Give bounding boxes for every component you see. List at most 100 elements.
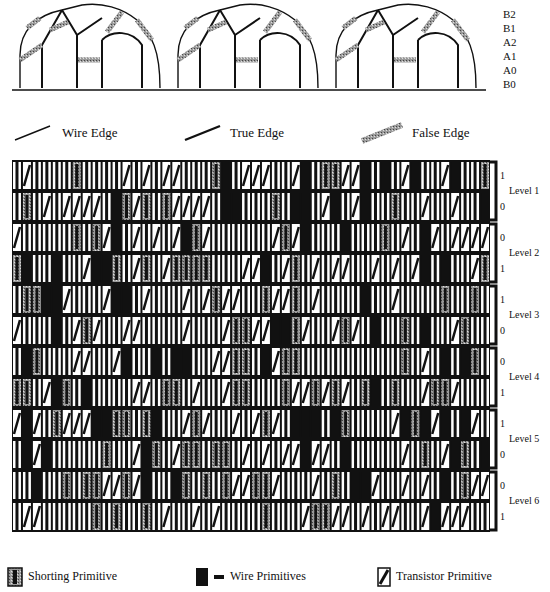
transistor-primitive (213, 506, 219, 527)
wire-primitive (394, 441, 397, 468)
transistor-primitive (392, 289, 398, 310)
wire-primitive (434, 193, 437, 220)
wire-primitive (272, 441, 280, 468)
wire-primitive (434, 441, 437, 468)
wire-primitive (113, 224, 121, 251)
wire-primitive (23, 255, 31, 282)
wire-primitive (212, 193, 220, 220)
transistor-primitive (392, 258, 398, 279)
wire-primitive (195, 317, 198, 344)
transistor-primitive (303, 320, 309, 341)
transistor-primitive (182, 317, 190, 344)
wire-primitive (155, 472, 158, 499)
wire-primitive (83, 503, 91, 530)
wire-primitive (431, 348, 439, 375)
transistor-primitive (124, 165, 130, 186)
transistor-primitive (134, 382, 140, 403)
transistor-primitive (471, 255, 479, 282)
wire-primitive (434, 162, 437, 189)
shorting-primitive (404, 350, 407, 373)
wire-primitive (254, 286, 257, 313)
wire-primitive (342, 193, 350, 220)
transistor-primitive (283, 289, 289, 310)
wire-primitive (401, 410, 409, 437)
transistor-primitive (412, 258, 418, 279)
transistor-primitive (202, 286, 210, 313)
shorting-primitive (264, 505, 267, 528)
transistor-primitive (222, 317, 230, 344)
shorting-primitive (332, 379, 340, 406)
transistor-primitive (332, 255, 340, 282)
wire-primitive (421, 162, 429, 189)
transistor-primitive (24, 165, 30, 186)
transistor-primitive (273, 475, 279, 496)
wire-primitive (451, 162, 459, 189)
wire-primitive (43, 162, 51, 189)
wire-primitive (381, 193, 389, 220)
wire-primitive (381, 348, 389, 375)
wire-primitive (302, 224, 310, 251)
shorting-primitive (434, 381, 437, 404)
wire-primitive (332, 224, 340, 251)
shorting-primitive (411, 410, 419, 437)
wire-primitive (354, 255, 357, 282)
transistor-primitive (223, 351, 229, 372)
wire-primitive (93, 379, 101, 406)
wire-primitive (391, 162, 399, 189)
wire-primitive (73, 255, 81, 282)
shorting-primitive (215, 288, 218, 311)
wire-primitive (332, 193, 340, 220)
shorting-primitive (25, 195, 28, 218)
shorting-primitive (83, 472, 91, 499)
transistor-primitive (273, 227, 279, 248)
wire-primitive (142, 224, 150, 251)
wire-primitive (451, 472, 459, 499)
shorting-primitive (185, 443, 188, 466)
wire-primitive (471, 193, 479, 220)
transistor-primitive (193, 506, 199, 527)
transistor-primitive (462, 506, 468, 527)
transistor-primitive (303, 506, 309, 527)
transistor-primitive (382, 506, 388, 527)
wire-primitive (43, 441, 51, 468)
transistor-primitive (192, 503, 200, 530)
transistor-primitive (282, 286, 290, 313)
transistor-primitive (431, 224, 439, 251)
wire-primitive (33, 472, 41, 499)
wire-primitive (344, 348, 347, 375)
shorting-primitive (115, 257, 118, 280)
shorting-primitive (334, 381, 337, 404)
transistor-primitive (14, 227, 20, 248)
transistor-primitive (232, 410, 240, 437)
wire-primitive (35, 193, 38, 220)
wire-primitive (441, 348, 449, 375)
wire-primitive (282, 162, 290, 189)
wire-primitive (152, 410, 160, 437)
wire-primitive (364, 348, 367, 375)
wire-primitive (172, 503, 180, 530)
wire-primitive (334, 348, 337, 375)
shorting-primitive (284, 350, 287, 373)
wire-primitive (381, 472, 389, 499)
wire-primitive (421, 286, 429, 313)
shorting-primitive (212, 286, 220, 313)
wire-primitive (182, 379, 190, 406)
wire-primitive (481, 286, 489, 313)
wire-primitive (431, 286, 439, 313)
transistor-primitive (262, 162, 270, 189)
wire-primitive (461, 162, 469, 189)
shorting-primitive (294, 288, 297, 311)
wire-primitive (103, 379, 111, 406)
transistor-primitive (302, 503, 310, 530)
wire-primitive (33, 379, 41, 406)
wire-primitive (185, 379, 188, 406)
transistor-primitive (432, 413, 438, 434)
wire-primitive (441, 472, 449, 499)
wire-primitive (352, 410, 360, 437)
transistor-primitive (313, 258, 319, 279)
wire-primitive (481, 503, 489, 530)
transistor-primitive (152, 224, 160, 251)
transistor-primitive (421, 348, 429, 375)
wire-primitive (354, 379, 357, 406)
level-bracket (490, 348, 496, 406)
